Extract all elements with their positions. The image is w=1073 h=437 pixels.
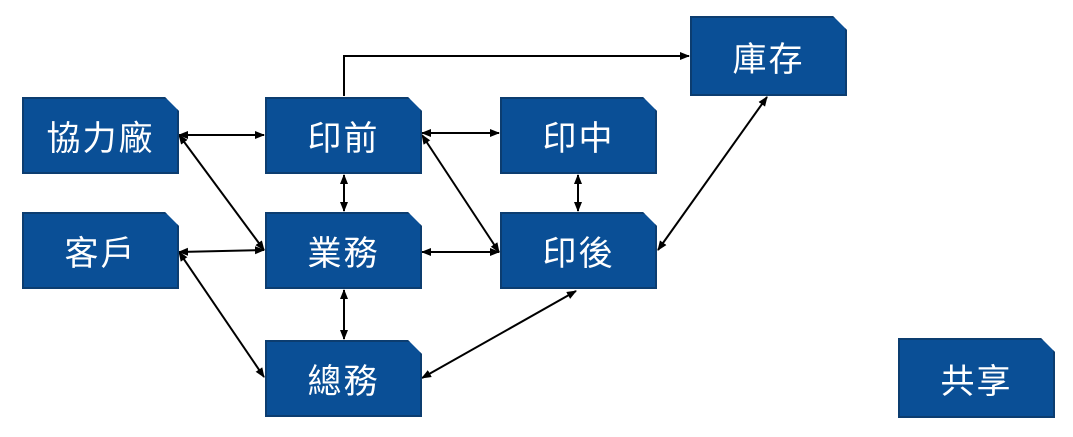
node-label: 印後 — [542, 234, 615, 274]
node-kucun[interactable]: 庫存 — [690, 16, 847, 96]
node-label: 總務 — [307, 362, 380, 402]
node-label: 印中 — [542, 119, 615, 159]
node-xieli[interactable]: 協力廠 — [22, 97, 179, 174]
edge-yinqian-yinhou — [421, 134, 500, 253]
node-label: 共享 — [940, 361, 1013, 402]
node-label: 客戶 — [64, 234, 137, 274]
node-yinhou[interactable]: 印後 — [500, 212, 657, 289]
node-label: 印前 — [307, 119, 380, 159]
edge-kehu-yewu — [178, 246, 265, 256]
node-label: 協力廠 — [46, 119, 155, 159]
edge-yinhou-kucun — [657, 96, 768, 251]
node-label: 庫存 — [732, 39, 805, 80]
node-yinzhong[interactable]: 印中 — [500, 97, 657, 174]
edge-zongwu-yinhou — [421, 290, 577, 379]
node-gongxiang[interactable]: 共享 — [898, 338, 1055, 418]
node-zongwu[interactable]: 總務 — [265, 340, 422, 417]
node-yewu[interactable]: 業務 — [265, 212, 422, 289]
node-kehu[interactable]: 客戶 — [22, 212, 179, 289]
edge-kehu-zongwu — [178, 251, 265, 378]
node-yinqian[interactable]: 印前 — [265, 97, 422, 174]
node-label: 業務 — [307, 234, 380, 274]
edge-xieli-yewu — [178, 134, 265, 251]
edge-yinqian-kucun — [343, 52, 690, 96]
